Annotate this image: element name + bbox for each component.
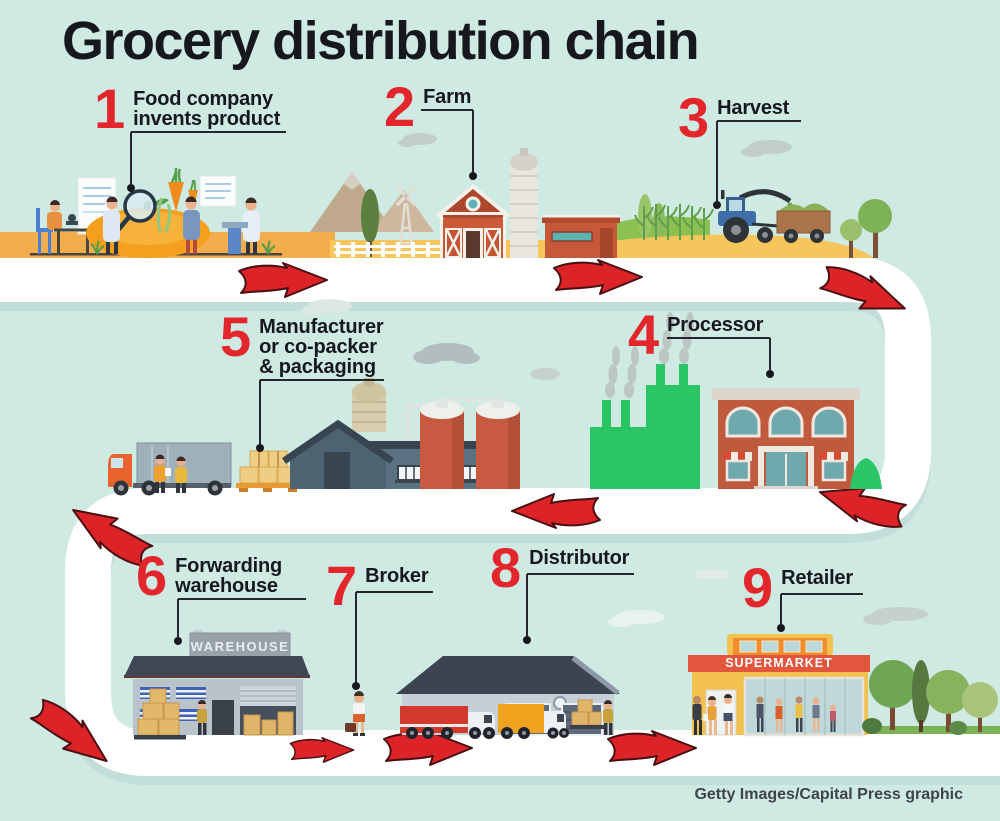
step-7-broker: 7 Broker (326, 554, 429, 617)
step-1-food-company: 1 Food company invents product (94, 77, 281, 140)
step-label: Broker (365, 565, 429, 587)
step-label: Retailer (781, 567, 853, 589)
step-label: Harvest (717, 97, 790, 119)
brick-building (712, 388, 860, 489)
clouds-row2 (302, 299, 560, 380)
packing-plant (282, 419, 499, 489)
shoppers-outside (692, 694, 733, 735)
barn (436, 184, 510, 258)
researcher-standing (103, 196, 120, 254)
page-title: Grocery distribution chain (62, 11, 700, 71)
researcher-standing (183, 196, 200, 254)
scene-harvest (620, 189, 892, 258)
step-number: 1 (94, 77, 125, 140)
step-label: Food company invents product (133, 88, 281, 130)
step-3-harvest: 3 Harvest (678, 86, 790, 149)
step-number: 8 (490, 536, 521, 599)
warehouse-sign: WAREHOUSE (190, 639, 290, 654)
clouds-row3 (608, 569, 928, 627)
scene-broker (345, 691, 365, 736)
plant (90, 197, 276, 255)
step-number: 9 (742, 556, 773, 619)
shoppers-inside (756, 696, 836, 732)
step-number: 2 (384, 75, 415, 138)
scene-forwarding-warehouse (124, 630, 310, 740)
step-8-distributor: 8 Distributor (490, 536, 630, 599)
step-5-manufacturer: 5 Manufacturer or co-packer & packaging (220, 305, 384, 378)
leader-lines (127, 109, 863, 690)
scene-distributor (396, 656, 620, 739)
awning (724, 452, 752, 482)
credit-attribution: Getty Images/Capital Press graphic (694, 786, 963, 803)
scene-farm (310, 148, 710, 258)
worker (603, 700, 613, 735)
scene-food-company-lab (0, 168, 335, 258)
step-number: 5 (220, 305, 251, 368)
step-label: Forwarding warehouse (175, 555, 283, 597)
step-label: Farm (423, 86, 472, 108)
scene-manufacturer (108, 378, 520, 496)
step-number: 7 (326, 554, 357, 617)
step-6-forwarding-warehouse: 6 Forwarding warehouse (136, 544, 283, 607)
tractor (718, 189, 797, 243)
step-label: Distributor (529, 547, 630, 569)
loading-bay (240, 686, 296, 736)
worker (154, 454, 171, 493)
step-label: Processor (667, 314, 764, 336)
smoke (605, 312, 694, 398)
silo (510, 148, 538, 258)
storefront-glass (743, 676, 865, 737)
clerestory-windows (739, 640, 823, 653)
step-9-retailer: 9 Retailer (742, 556, 853, 619)
windmill (395, 185, 417, 257)
bush (850, 458, 882, 489)
trees-right (862, 660, 1000, 735)
step-number: 6 (136, 544, 167, 607)
corn-field (634, 204, 714, 240)
storage-tanks (420, 398, 520, 489)
step-label: Manufacturer or co-packer & packaging (259, 316, 384, 378)
magnifier-icon (116, 189, 157, 232)
box-stack (570, 699, 604, 729)
pallet-of-boxes (236, 450, 300, 492)
green-factory (590, 364, 700, 489)
trees (840, 199, 892, 258)
worker (175, 456, 187, 493)
step-2-farm: 2 Farm (384, 75, 472, 138)
semi-truck (400, 706, 495, 739)
awning (820, 452, 848, 482)
scene-processor (590, 312, 882, 489)
worker (197, 700, 207, 735)
harvest-trailer (776, 203, 831, 243)
supermarket-sign: SUPERMARKET (725, 656, 833, 670)
step-4-processor: 4 Processor (628, 303, 764, 366)
shed (542, 215, 620, 258)
scene-supermarket (688, 634, 870, 737)
researcher-standing (222, 197, 260, 254)
researcher-desk (36, 200, 92, 254)
briefcase-icon (345, 723, 356, 732)
packing-plant-silo (352, 378, 386, 432)
step-number: 4 (628, 303, 659, 366)
clouds-row1 (398, 133, 792, 157)
notes-board (199, 175, 237, 207)
box-truck (498, 704, 569, 739)
step-number: 3 (678, 86, 709, 149)
box-stack (134, 688, 186, 740)
